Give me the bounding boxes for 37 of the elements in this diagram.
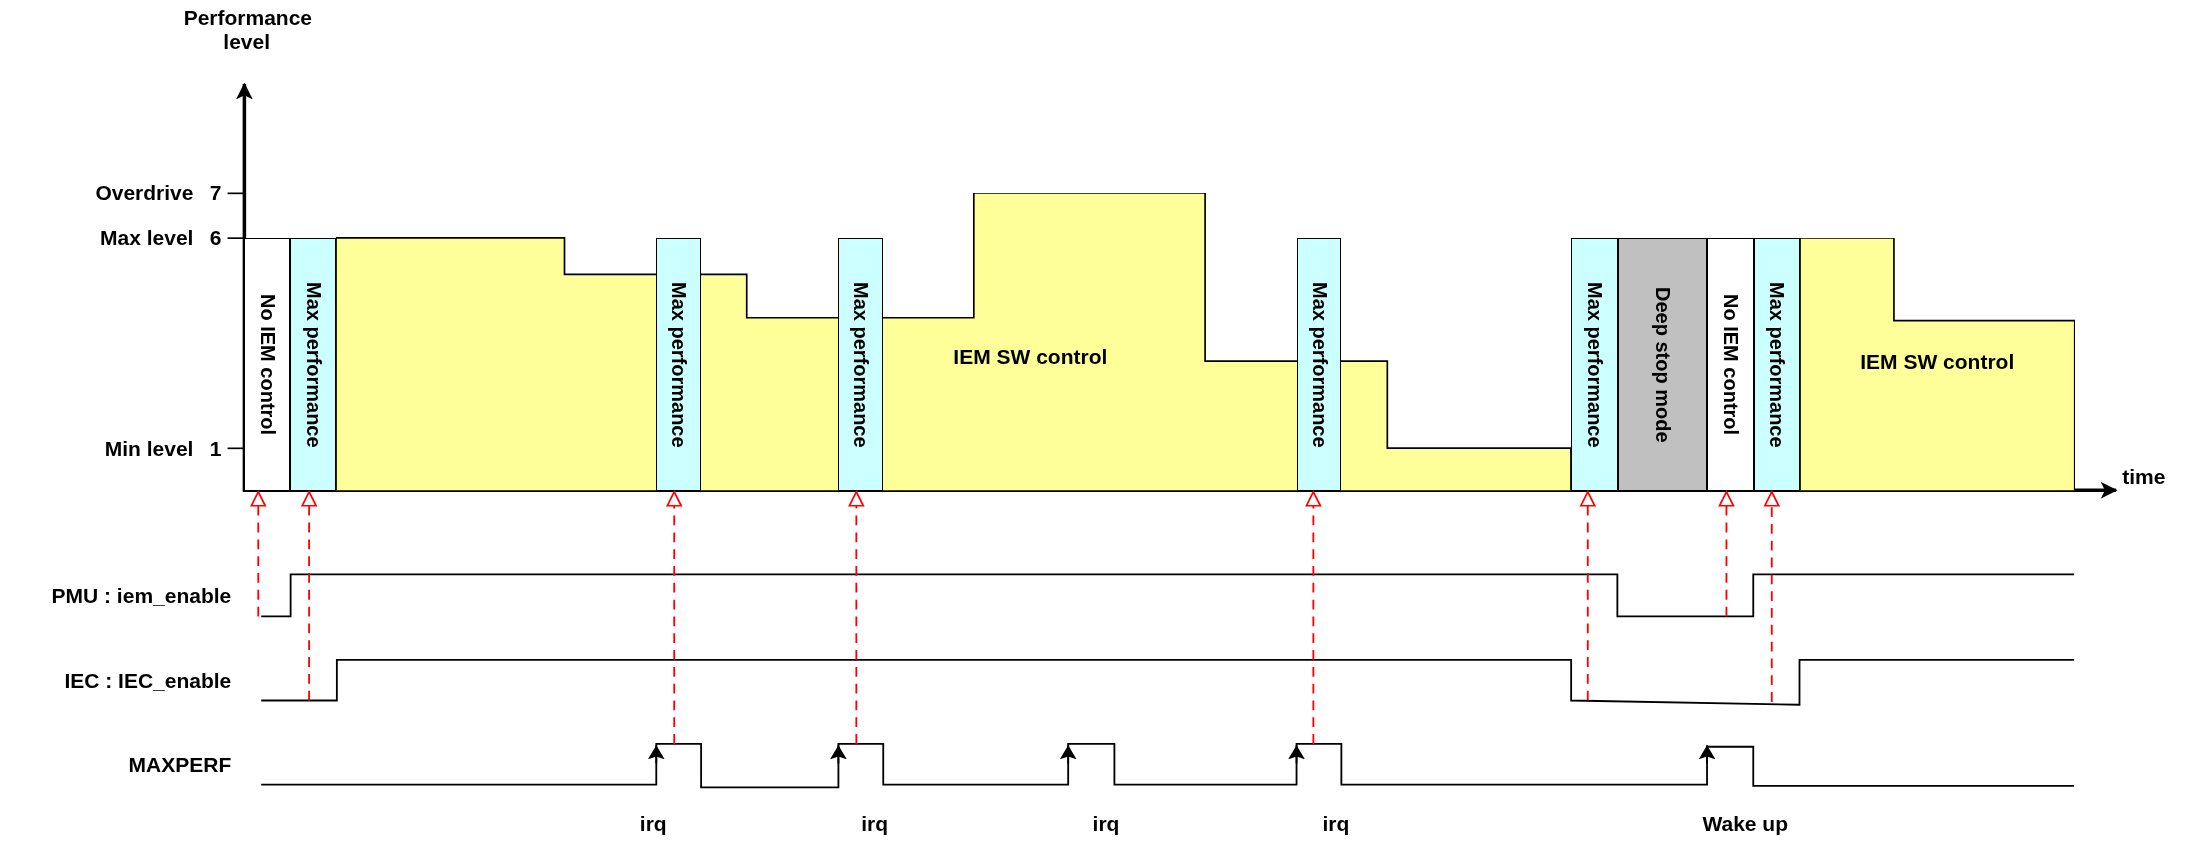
signal-label: PMU : iem_enable: [51, 583, 232, 608]
dashed-arrow: [1305, 490, 1322, 745]
mode-box: Max performance: [1571, 238, 1618, 491]
event-label: irq: [1322, 812, 1350, 837]
dashed-arrow: [301, 490, 317, 702]
tick-label: 7: [209, 181, 222, 206]
signal-label: IEC : IEC_enable: [64, 669, 232, 694]
dashed-arrow: [1718, 490, 1735, 618]
mode-box: Max performance: [1296, 238, 1342, 491]
event-label: irq: [861, 812, 889, 837]
axis-label: Min level: [104, 436, 194, 461]
tick-label: 1: [209, 436, 222, 461]
signal-label: MAXPERF: [128, 753, 232, 778]
dashed-arrow: [666, 490, 683, 745]
performance-area: [1799, 238, 2075, 491]
axis-title: Performance level: [183, 5, 310, 54]
mode-box: Max performance: [656, 238, 701, 491]
dashed-arrow: [1579, 490, 1596, 702]
mode-box: No IEM control: [1707, 238, 1754, 491]
region-label: IEM SW control: [953, 345, 1108, 370]
axis-label: Max level: [100, 226, 194, 251]
performance-area: [336, 193, 1572, 491]
region-label: IEM SW control: [1860, 349, 2015, 374]
dashed-arrow: [250, 490, 267, 618]
mode-box: Max performance: [290, 238, 337, 491]
event-label: Wake up: [1702, 812, 1788, 837]
tick-label: 6: [209, 226, 222, 251]
mode-box: Deep stop mode: [1617, 238, 1708, 491]
axis-label: Overdrive: [95, 181, 194, 206]
dashed-arrow: [848, 490, 865, 745]
event-label: irq: [639, 812, 667, 837]
axis-label: time: [2122, 464, 2166, 489]
mode-box: No IEM control: [243, 238, 291, 491]
mode-box: Max performance: [838, 238, 884, 491]
mode-box: Max performance: [1753, 238, 1800, 491]
dashed-arrow: [1763, 490, 1780, 703]
event-label: irq: [1092, 812, 1120, 837]
